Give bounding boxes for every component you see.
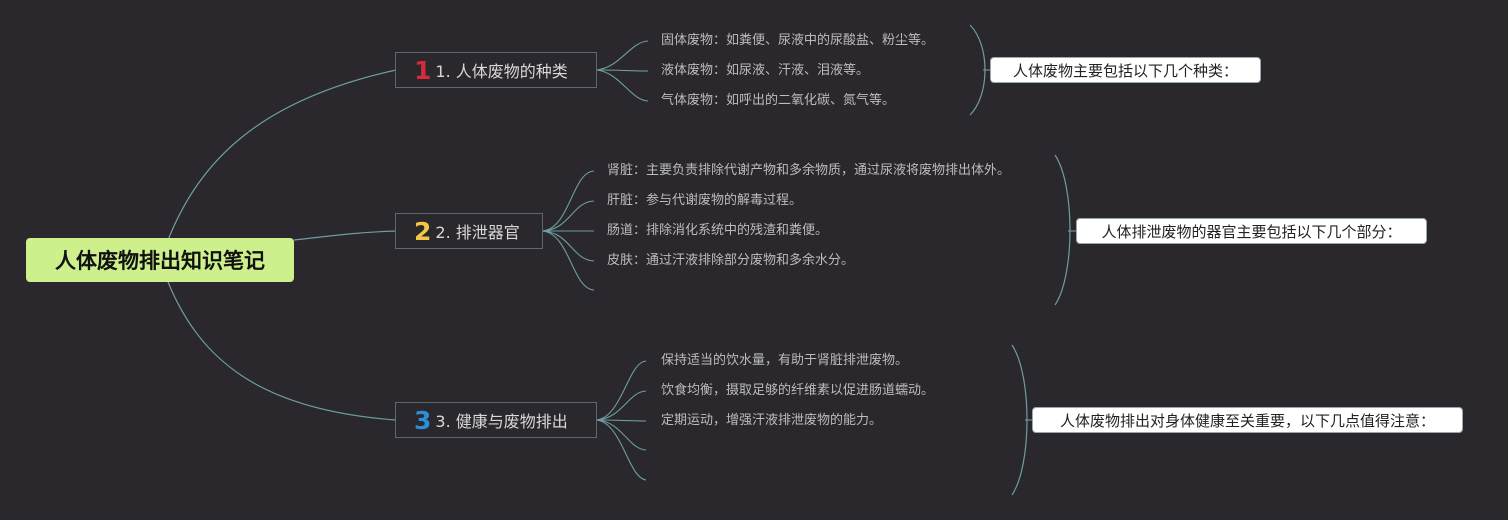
root-link-1 bbox=[167, 69, 397, 241]
leaf-item[interactable]: 保持适当的饮水量，有助于肾脏排泄废物。 bbox=[661, 353, 909, 368]
t3-leaf-link-3 bbox=[595, 419, 647, 422]
t2-summary-brace bbox=[1054, 154, 1071, 306]
t1-leaf-link-2 bbox=[595, 69, 649, 72]
leaf-item[interactable]: 肝脏：参与代谢废物的解毒过程。 bbox=[607, 193, 803, 208]
summary-excretory-organs[interactable]: 人体排泄废物的器官主要包括以下几个部分： bbox=[1076, 218, 1427, 244]
leaf-item[interactable]: 肠道：排除消化系统中的残渣和粪便。 bbox=[607, 223, 829, 238]
t3-leaf-link-1 bbox=[595, 360, 647, 421]
summary-waste-types[interactable]: 人体废物主要包括以下几个种类： bbox=[990, 57, 1261, 83]
summary-health[interactable]: 人体废物排出对身体健康至关重要，以下几点值得注意： bbox=[1032, 407, 1463, 433]
leaf-item[interactable]: 皮肤：通过汗液排除部分废物和多余水分。 bbox=[607, 253, 855, 268]
topic-excretory-organs[interactable]: 2 2. 排泄器官 bbox=[395, 213, 543, 249]
t2-leaf-link-5 bbox=[541, 230, 595, 291]
leaf-item[interactable]: 饮食均衡，摄取足够的纤维素以促进肠道蠕动。 bbox=[661, 383, 935, 398]
summary-label: 人体废物排出对身体健康至关重要，以下几点值得注意： bbox=[1059, 411, 1435, 430]
t2-leaf-link-2 bbox=[541, 200, 595, 232]
topic-health-and-excretion[interactable]: 3 3. 健康与废物排出 bbox=[395, 402, 597, 438]
t1-leaf-link-1 bbox=[595, 40, 649, 71]
t1-leaf-link-3 bbox=[595, 69, 649, 102]
t1-summary-brace bbox=[969, 24, 986, 116]
topic-waste-types[interactable]: 1 1. 人体废物的种类 bbox=[395, 52, 597, 88]
t2-leaf-link-1 bbox=[541, 170, 595, 232]
root-topic-label: 人体废物排出知识笔记 bbox=[55, 249, 265, 273]
number-2-icon: 2 bbox=[414, 216, 432, 246]
summary-label: 人体排泄废物的器官主要包括以下几个部分： bbox=[1101, 222, 1402, 241]
t3-leaf-link-4 bbox=[595, 419, 647, 451]
t2-leaf-link-4 bbox=[541, 230, 595, 262]
leaf-item[interactable]: 定期运动，增强汗液排泄废物的能力。 bbox=[661, 413, 883, 428]
t3-leaf-link-2 bbox=[595, 390, 647, 421]
leaf-item[interactable]: 气体废物：如呼出的二氧化碳、氮气等。 bbox=[661, 93, 896, 108]
t3-leaf-link-5 bbox=[595, 419, 647, 481]
topic-label: 3. 健康与废物排出 bbox=[435, 412, 568, 431]
number-1-icon: 1 bbox=[414, 55, 432, 85]
topic-label: 2. 排泄器官 bbox=[435, 223, 520, 242]
root-link-2 bbox=[293, 230, 397, 241]
number-3-icon: 3 bbox=[414, 405, 432, 435]
leaf-item[interactable]: 肾脏：主要负责排除代谢产物和多余物质，通过尿液将废物排出体外。 bbox=[607, 163, 1011, 178]
topic-label: 1. 人体废物的种类 bbox=[435, 62, 568, 81]
leaf-item[interactable]: 液体废物：如尿液、汗液、泪液等。 bbox=[661, 63, 870, 78]
root-topic[interactable]: 人体废物排出知识笔记 bbox=[26, 238, 294, 282]
summary-label: 人体废物主要包括以下几个种类： bbox=[1012, 61, 1238, 80]
t3-summary-brace bbox=[1011, 344, 1028, 496]
leaf-item[interactable]: 固体废物：如粪便、尿液中的尿酸盐、粉尘等。 bbox=[661, 33, 935, 48]
root-link-3 bbox=[167, 281, 397, 421]
